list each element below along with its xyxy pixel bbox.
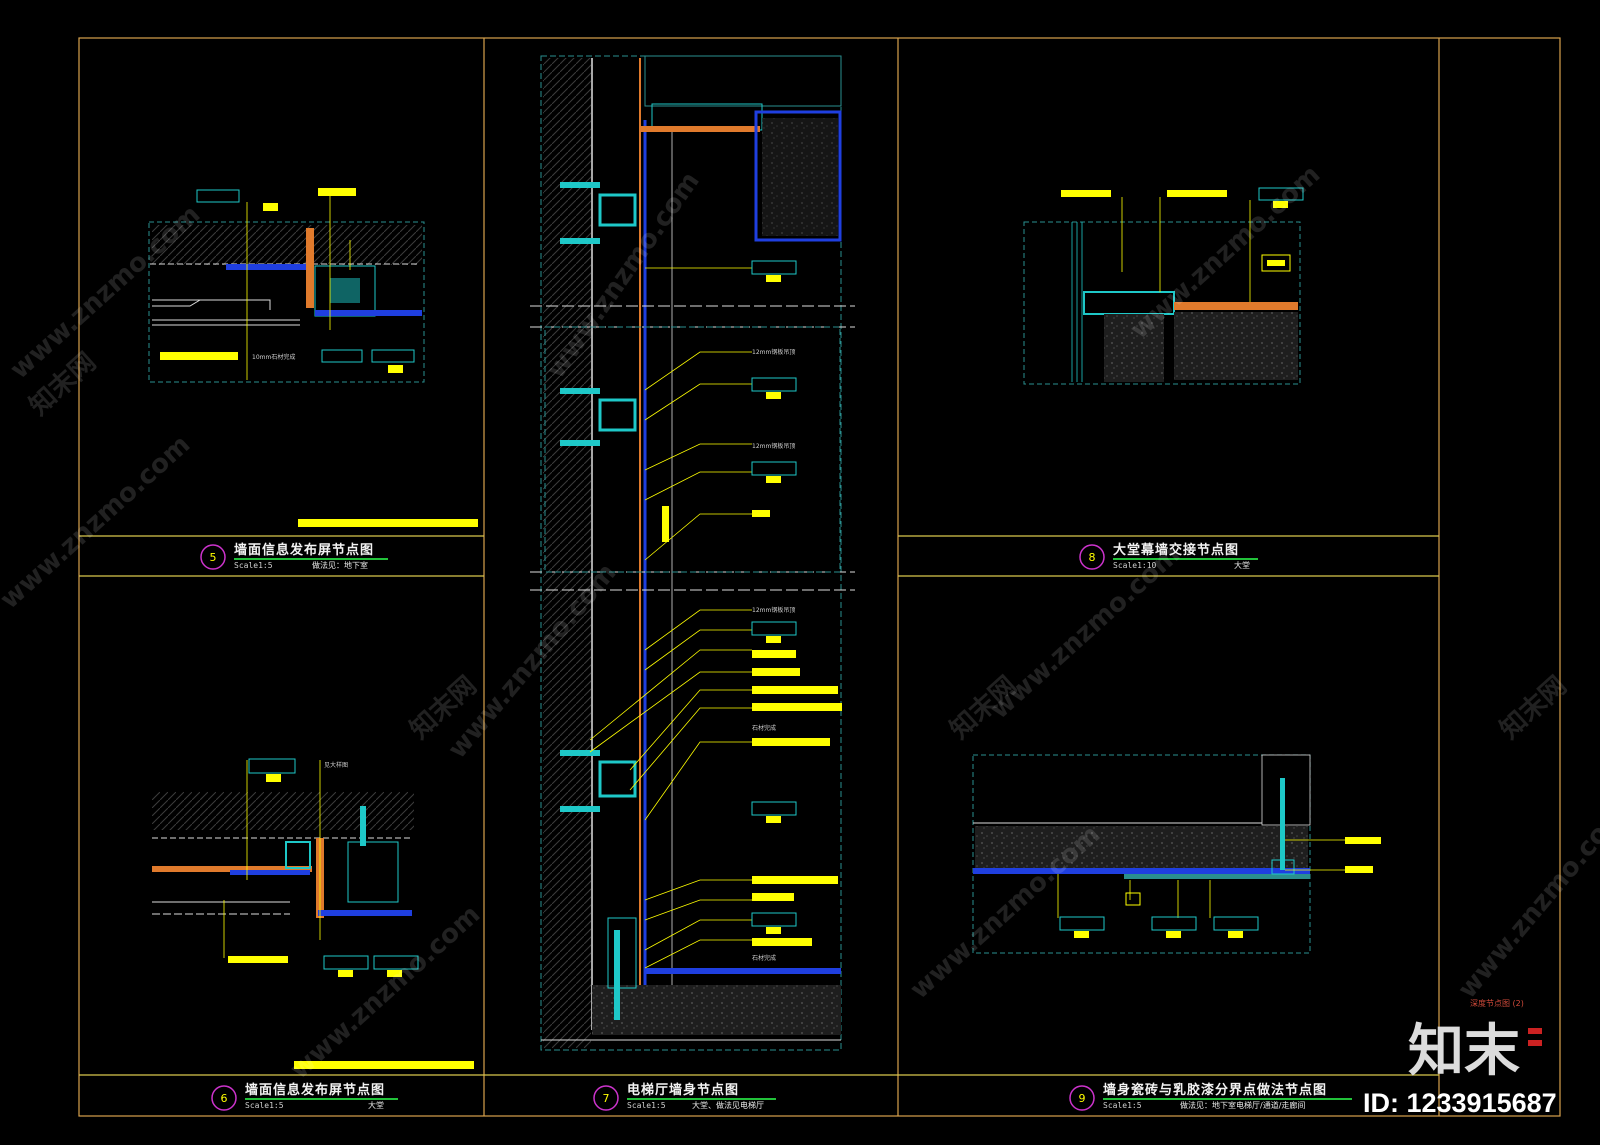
watermark-7: www.znzmo.com (285, 899, 487, 1085)
detail-bottom-left: 见大样图 (152, 758, 474, 1069)
image-id: ID: 1233915687 (1363, 1088, 1557, 1118)
logo-text: 知末 (1408, 1019, 1520, 1084)
watermark-2: www.znzmo.com (0, 429, 196, 615)
detail-scale-bottom-left: Scale1:5 (245, 1101, 284, 1110)
detail-scale-top-left: Scale1:5 (234, 561, 273, 570)
detail-title-top-right: 大堂幕墙交接节点图 (1113, 542, 1239, 558)
sheet-frame (78, 37, 1561, 1117)
tag-text: 见大样图 (324, 761, 348, 769)
detail-scale-top-right: Scale1:10 (1113, 561, 1157, 570)
detail-symbol-6: 6 (221, 1092, 228, 1105)
middle-callout-5: 石材完成 (752, 954, 776, 962)
detail-note-middle: 大堂、做法见电梯厅 (692, 1100, 764, 1110)
small-callout: 10mm石材完成 (252, 353, 295, 361)
detail-symbol-5: 5 (210, 551, 217, 564)
detail-scale-bottom-right: Scale1:5 (1103, 1101, 1142, 1110)
detail-symbol-9: 9 (1079, 1092, 1086, 1105)
watermark-4: www.znzmo.com (442, 558, 622, 764)
brand-logo: 知末 (1408, 1019, 1542, 1084)
sheet-stamp: 深度节点图 (2) (1470, 998, 1524, 1008)
detail-title-bottom-right: 墙身瓷砖与乳胶漆分界点做法节点图 (1103, 1082, 1327, 1098)
detail-symbol-8: 8 (1089, 551, 1096, 564)
middle-callout-2: 12mm钢板吊顶 (752, 442, 795, 450)
detail-note-bottom-right: 做法见：地下室电梯厅/通道/走廊间 (1180, 1100, 1305, 1110)
detail-scale-middle: Scale1:5 (627, 1101, 666, 1110)
detail-title-bottom-left: 墙面信息发布屏节点图 (245, 1082, 385, 1098)
detail-title-middle: 电梯厅墙身节点图 (627, 1082, 739, 1098)
title-block-top-right: 8 大堂幕墙交接节点图 Scale1:10 大堂 (1079, 542, 1258, 570)
detail-title-top-left: 墙面信息发布屏节点图 (234, 542, 374, 558)
title-block-middle: 7 电梯厅墙身节点图 Scale1:5 大堂、做法见电梯厅 (593, 1082, 776, 1111)
title-block-top-left: 5 墙面信息发布屏节点图 Scale1:5 做法见：地下室 (200, 542, 388, 570)
detail-top-left: 10mm石材完成 (148, 188, 478, 527)
middle-callout-3: 12mm钢板吊顶 (752, 606, 795, 614)
middle-callout-4: 石材完成 (752, 724, 776, 732)
watermarks: www.znzmo.com www.znzmo.com www.znzmo.co… (0, 159, 1600, 1085)
detail-note-bottom-left: 大堂 (368, 1100, 384, 1110)
detail-note-top-right: 大堂 (1234, 560, 1250, 570)
detail-note-top-left: 做法见：地下室 (312, 560, 368, 570)
title-block-bottom-right: 9 墙身瓷砖与乳胶漆分界点做法节点图 Scale1:5 做法见：地下室电梯厅/通… (1069, 1082, 1352, 1111)
detail-bottom-right (972, 754, 1381, 954)
middle-callout-1: 12mm钢板吊顶 (752, 348, 795, 356)
detail-middle: 12mm钢板吊顶 12mm钢板吊顶 12mm钢板吊顶 石材完成 石材完成 (530, 55, 855, 1051)
detail-top-right (1023, 187, 1304, 385)
watermark-9: www.znzmo.com (1452, 798, 1600, 1004)
detail-symbol-7: 7 (603, 1092, 610, 1105)
watermark-brand-3: 知末网 (1495, 671, 1573, 745)
title-block-bottom-left: 6 墙面信息发布屏节点图 Scale1:5 大堂 (211, 1082, 398, 1111)
